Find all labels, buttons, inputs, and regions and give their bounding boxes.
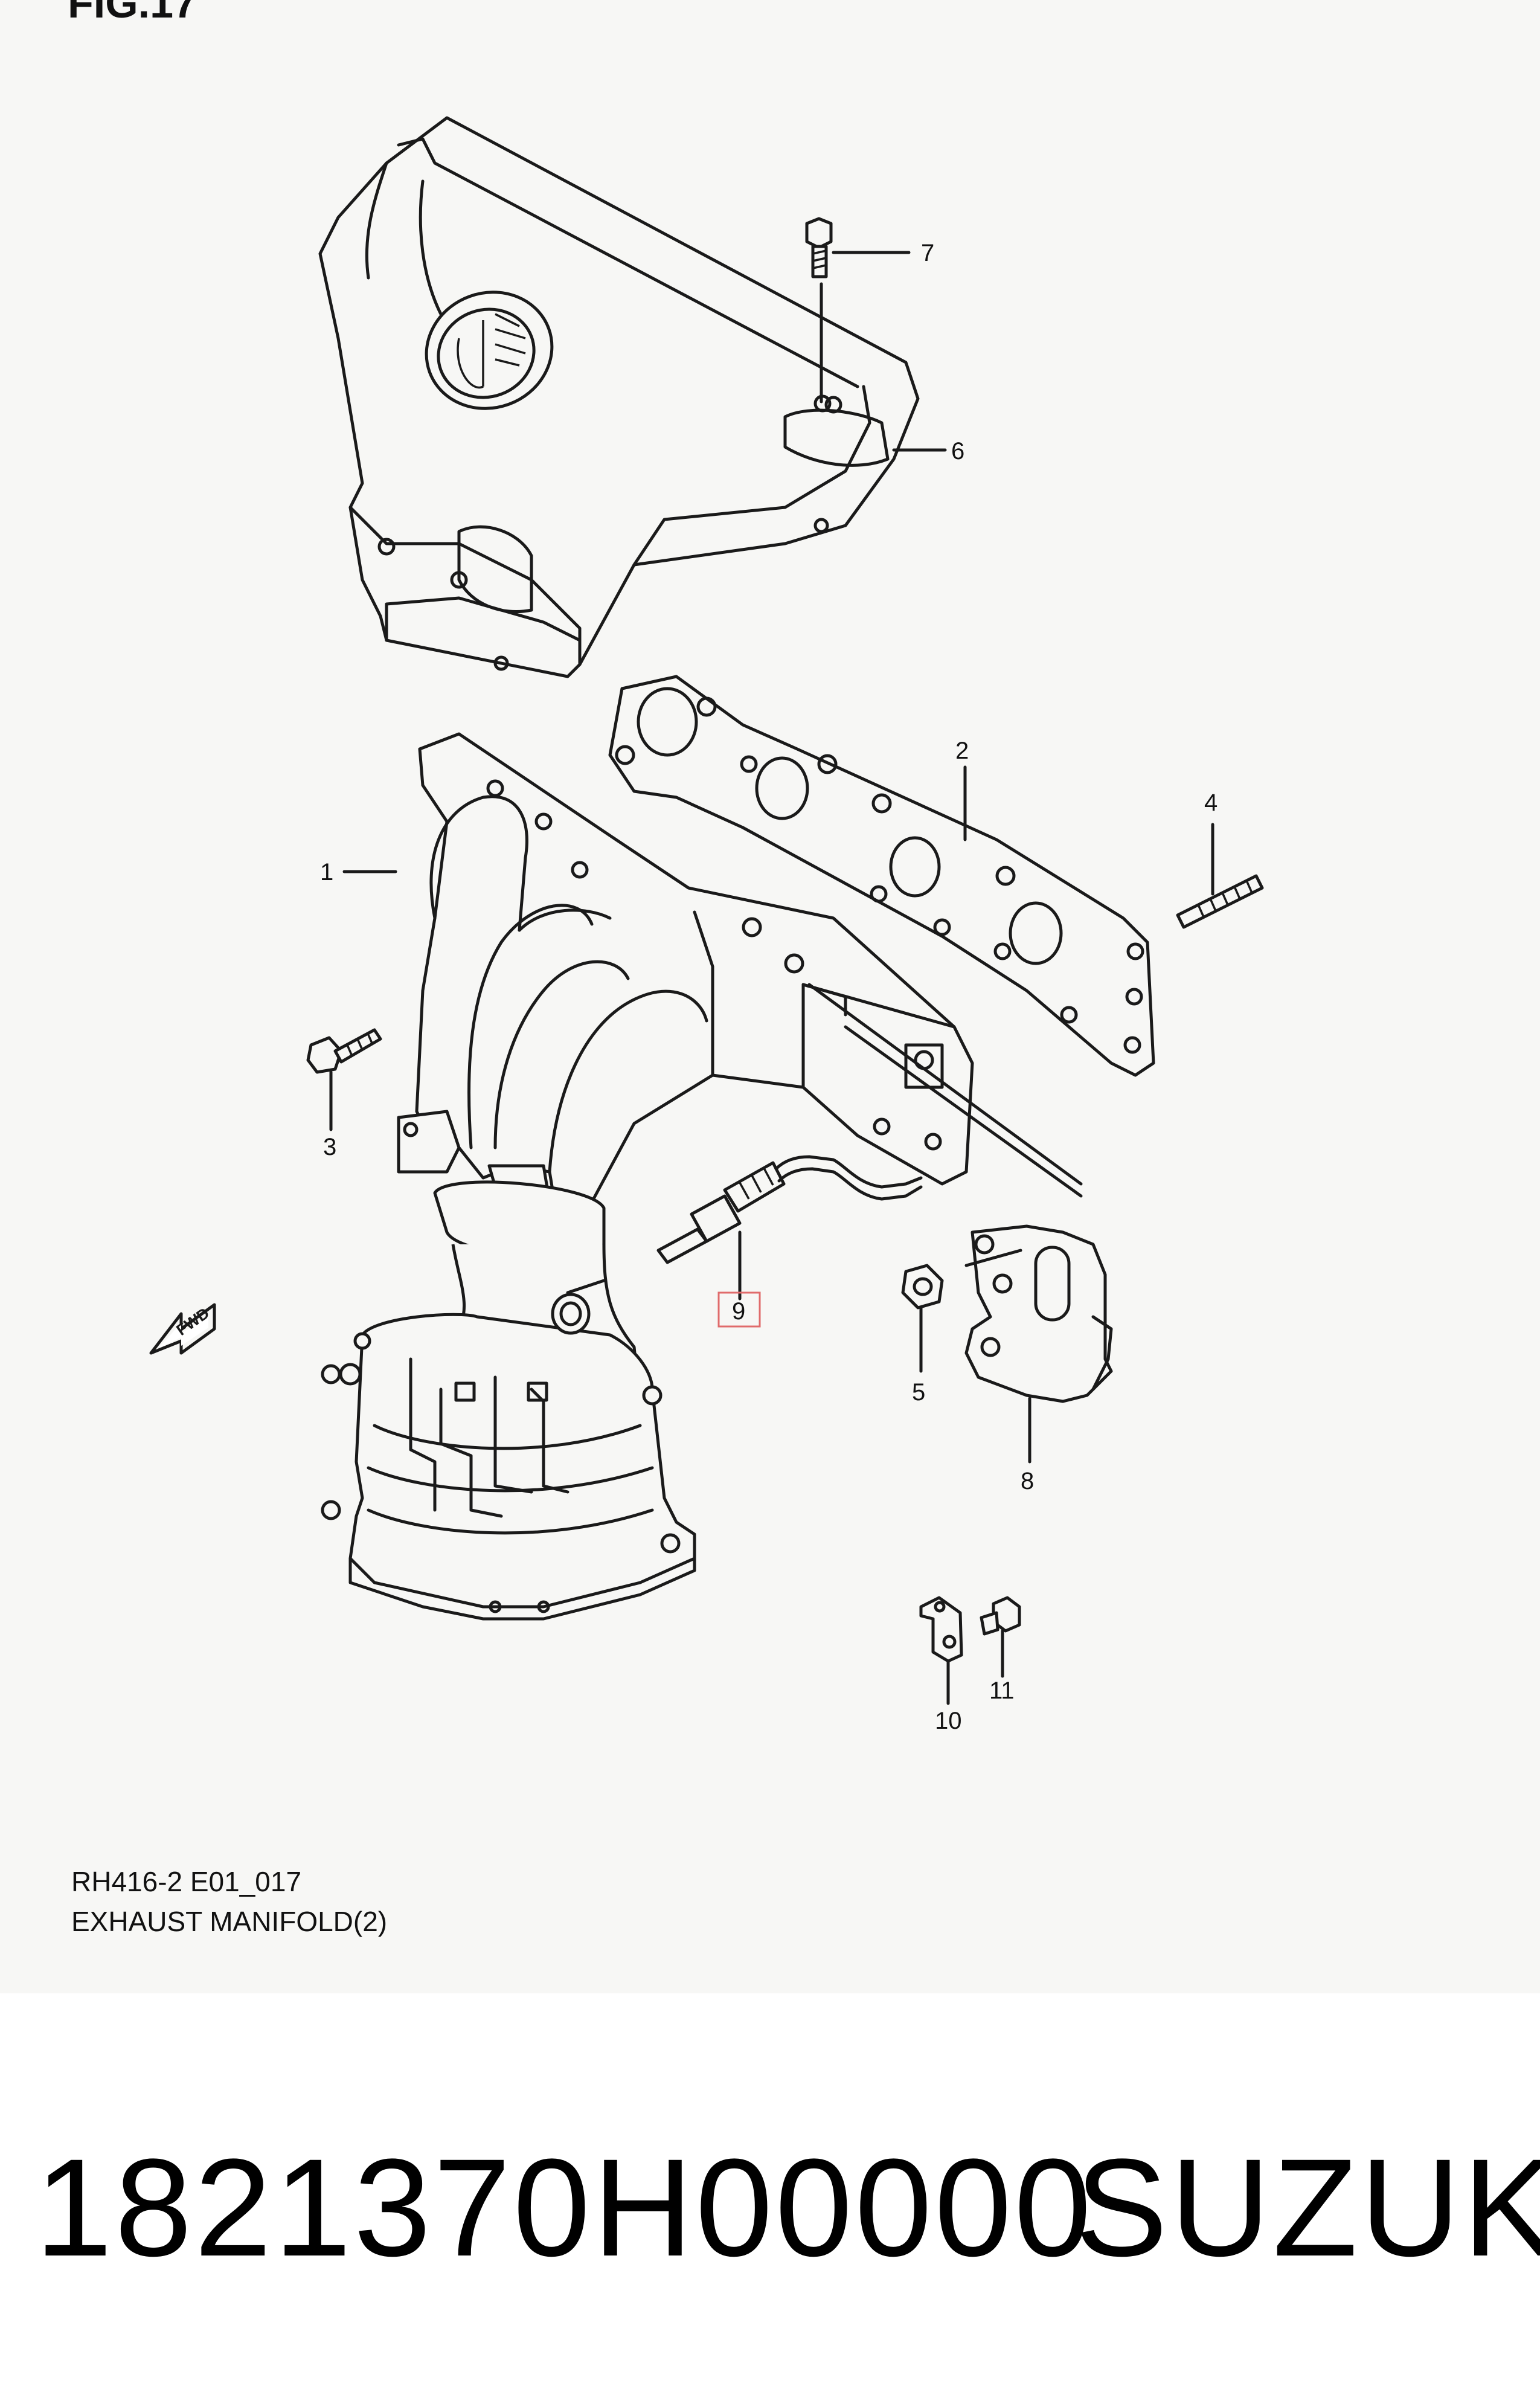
shield-bolt-part — [805, 217, 833, 413]
fwd-arrow-icon: FWD — [149, 1303, 216, 1355]
callout-9-highlight-box — [717, 1291, 761, 1328]
callout-3[interactable]: 3 — [323, 1134, 336, 1160]
callout-7[interactable]: 7 — [921, 240, 934, 266]
catalytic-converter-part — [321, 1180, 696, 1621]
callout-8[interactable]: 8 — [1021, 1468, 1034, 1494]
part-number: 1821370H00000 — [35, 2130, 1094, 2285]
bracket-part — [964, 1224, 1113, 1464]
heat-shield-part — [318, 116, 920, 678]
callout-10[interactable]: 10 — [935, 1708, 962, 1734]
callout-11[interactable]: 11 — [989, 1677, 1015, 1704]
manifold-bolt-part — [306, 1028, 382, 1131]
callout-5[interactable]: 5 — [912, 1379, 925, 1406]
stud-part — [1176, 823, 1264, 929]
diagram-code: RH416-2 E01_017 — [71, 1866, 302, 1897]
callout-1[interactable]: 1 — [320, 859, 333, 886]
manifold-gasket-part — [608, 675, 1155, 1077]
nut-part — [901, 1264, 944, 1373]
callout-4[interactable]: 4 — [1204, 789, 1218, 816]
callout-9[interactable]: 9 — [732, 1298, 745, 1325]
diagram-name: EXHAUST MANIFOLD(2) — [71, 1906, 388, 1937]
small-bolt-part — [980, 1596, 1021, 1678]
small-bracket-part — [919, 1596, 963, 1705]
callout-2[interactable]: 2 — [955, 738, 969, 764]
figure-title: FIG.17 — [68, 0, 197, 27]
callout-6[interactable]: 6 — [951, 438, 964, 465]
leader-lines — [342, 251, 967, 873]
oxygen-sensor-part — [656, 1155, 923, 1300]
brand-name: SUZUKI — [1075, 2130, 1540, 2285]
exhaust-manifold-diagram: FWD 1 2 3 4 5 6 7 8 9 10 11 — [149, 116, 1264, 1734]
exhaust-manifold-part — [397, 732, 1083, 1210]
